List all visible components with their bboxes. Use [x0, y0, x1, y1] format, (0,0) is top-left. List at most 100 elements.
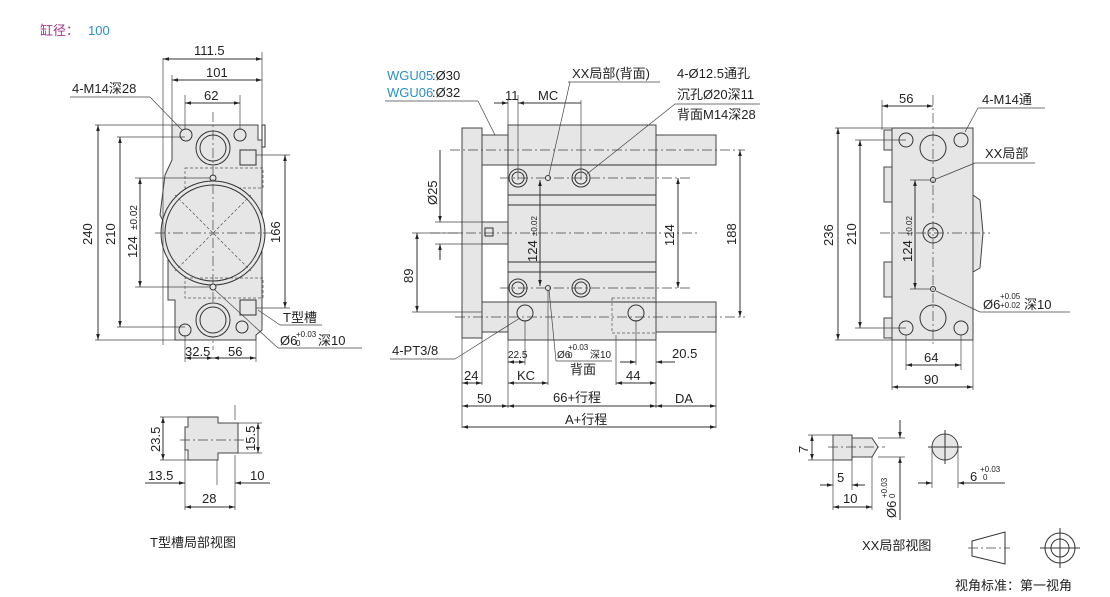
callout-pin-hole: Ø6	[280, 333, 297, 348]
dim-6: 6	[970, 469, 977, 484]
dim-10: 10	[843, 491, 857, 506]
dim-124: 124	[125, 236, 140, 258]
bore-label: 缸径：	[40, 23, 79, 38]
front-fitting	[178, 323, 192, 337]
pin-depth: 深10	[1024, 297, 1051, 312]
callout-rear-pin: Ø6	[983, 297, 1000, 312]
tol-upper: +0.03	[296, 330, 317, 339]
callout-t-slot: T型槽	[283, 310, 317, 325]
side-view: WGU05 :Ø30 WGU06 :Ø32 11 MC XX局部(背面) 4-Ø…	[385, 66, 760, 429]
leader	[586, 103, 676, 175]
dim-236: 236	[821, 224, 836, 246]
rear-tab	[883, 166, 893, 203]
dim-50: 50	[477, 391, 491, 406]
leader	[257, 309, 281, 326]
dim-89: 89	[401, 269, 416, 283]
rod-note-value: :Ø32	[432, 85, 460, 100]
leader	[935, 290, 981, 313]
t-slot-caption: T型槽局部视图	[150, 535, 236, 550]
callout-counterbore: 沉孔Ø20深11	[677, 87, 754, 102]
xx-pin-head	[832, 434, 853, 461]
dim-mc: MC	[538, 88, 558, 103]
leader	[548, 289, 557, 362]
xx-caption: XX局部视图	[862, 538, 931, 553]
callout-back-tap: 背面M14深28	[677, 107, 756, 122]
tol-upper: +0.05	[1000, 292, 1021, 301]
tol-lower: 0	[983, 473, 988, 482]
front-diag	[174, 194, 252, 272]
front-slot-top	[239, 149, 257, 166]
callout-pin: Ø6	[557, 350, 571, 361]
front-tap-hole	[233, 128, 247, 142]
dim-da: DA	[675, 391, 693, 406]
dim-56: 56	[899, 91, 913, 106]
dim-5: 5	[837, 470, 844, 485]
leader	[149, 96, 183, 131]
callout-through-hole: 4-Ø12.5通孔	[677, 66, 750, 81]
cylinder-body	[507, 124, 657, 341]
callout-xx: XX局部	[985, 146, 1028, 161]
front-pin	[209, 283, 217, 291]
rear-view: 56 4-M14通 XX局部 Ø6 +0.05 +0.02 深10 236 21…	[821, 91, 1070, 390]
front-port-inner-bottom	[199, 306, 227, 334]
port-channel	[611, 297, 657, 334]
rod-flat	[484, 227, 494, 237]
pin-depth: 深10	[318, 333, 345, 348]
dim-101: 101	[206, 65, 228, 80]
dim-90: 90	[924, 372, 938, 387]
rod-note-model: WGU05	[387, 68, 433, 83]
rear-pin	[930, 177, 936, 183]
bore-header: 缸径： 100	[40, 23, 110, 38]
dim-11: 11	[505, 88, 519, 103]
tol-lower: +0.02	[1000, 301, 1021, 310]
dim-124-inner: 124	[525, 240, 540, 262]
dim-rod-dia: Ø25	[425, 180, 440, 205]
leader	[214, 289, 279, 349]
dim-kc: KC	[517, 368, 535, 383]
dim-15-5: 15.5	[243, 426, 258, 451]
rod-note-model: WGU06	[387, 85, 433, 100]
pin-side: 背面	[570, 362, 596, 377]
dim-13-5: 13.5	[148, 468, 173, 483]
leader	[548, 81, 571, 176]
leader	[935, 162, 976, 180]
pin-depth: 深10	[590, 349, 612, 361]
t-slot-shape	[184, 416, 239, 461]
xx-detail: 7 5 10 Ø6 +0.03 0 6 +0.03 0 XX局部视图	[796, 420, 1005, 553]
dim-240: 240	[80, 223, 95, 245]
tol-lower: 0	[296, 339, 301, 348]
dim-22-5: 22.5	[508, 350, 528, 361]
dim-44: 44	[626, 368, 640, 383]
dim-210: 210	[103, 223, 118, 245]
rear-bulge	[972, 194, 984, 273]
dim-10: 10	[250, 468, 264, 483]
leader	[477, 100, 496, 136]
rear-pin	[930, 286, 936, 292]
tol-upper: +0.03	[980, 465, 1001, 474]
callout-port: 4-PT3/8	[392, 343, 438, 358]
leader	[454, 317, 521, 360]
dim-124-tol: ±0.02	[129, 205, 140, 230]
rear-tap-hole	[953, 132, 969, 148]
tol-upper: +0.03	[880, 477, 889, 498]
tol-lower: 0	[888, 493, 897, 498]
dim-7: 7	[796, 446, 811, 453]
xx-pin-tip	[851, 437, 879, 458]
callout-xx-back: XX局部(背面)	[572, 66, 650, 81]
dim-28: 28	[202, 491, 216, 506]
front-tap-hole	[235, 320, 249, 334]
leader	[964, 107, 979, 133]
dim-124-inner-tol: ±0.02	[530, 215, 539, 236]
dim-64: 64	[924, 350, 938, 365]
dim-124: 124	[900, 240, 915, 262]
t-slot-detail: 23.5 15.5 13.5 10 28 T型槽局部视图	[145, 405, 270, 550]
rear-tap-hole	[953, 320, 969, 336]
dim-166: 166	[268, 221, 283, 243]
callout-tap-holes: 4-M14深28	[72, 81, 136, 96]
bore-value: 100	[88, 23, 110, 38]
port	[627, 304, 645, 322]
front-view: 111.5 101 62 4-M14深28 240 210 124 ±0.02 …	[70, 43, 362, 362]
projection-symbol: 视角标准：第一视角	[955, 528, 1080, 593]
tol-upper: +0.03	[568, 343, 589, 352]
dim-188: 188	[724, 223, 739, 245]
